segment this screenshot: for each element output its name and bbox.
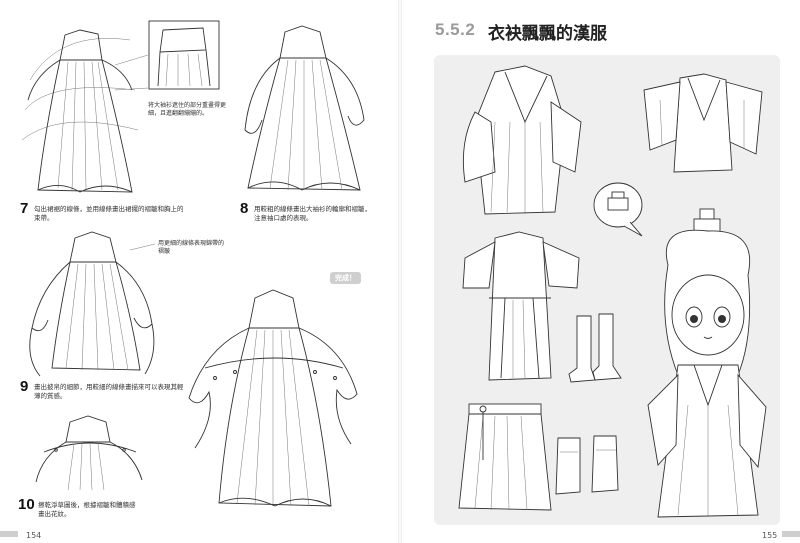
section-title: 衣袂飄飄的漢服 [488,24,607,44]
left-page: 将大袖衫遮住的部分重畫得更細，且進翻翻繃繃的。 7 勾出裙裾的線條，並用線條畫出… [0,20,371,540]
boots-illustration [568,313,622,383]
step8-dress-illustration [244,25,365,191]
step-7-number: 7 [20,200,29,217]
callout-pointer-line [114,54,149,91]
step-8-number: 8 [240,200,249,217]
step-10-number: 10 [18,496,35,513]
right-page-number: 155 [762,531,778,540]
speech-bubble-hat [593,182,643,237]
step-8-text: 用較粗的線條畫出大袖衫的輪廓和褶皺，注意袖口處的表現。 [254,205,371,222]
chibi-character-illustration [647,208,767,518]
step-10-text: 擦乾淨草圖後，根據褶皺和體積感畫出花紋。 [38,501,136,518]
callout-mid-pointer [129,243,156,251]
right-page: 5.5.2 衣袂飄飄的漢服 [400,0,800,543]
step-9-number: 9 [20,378,29,395]
step10-dress-illustration [35,415,143,491]
section-number: 5.5.2 [435,20,476,39]
ankle-boots-illustration [555,435,619,495]
sash-dress-illustration [462,231,580,381]
step-9-text: 畫出披帛的細節，用較細的線條畫描來可以表現其輕薄的質感。 [34,383,184,400]
step-7-text: 勾出裙裾的線條，並用線條畫出裙擺的褶皺和胸上的束帶。 [34,205,184,222]
left-page-number: 154 [26,531,42,540]
step7-dress-illustration [21,29,139,193]
jacket-illustration [643,73,763,173]
callout-top-text: 将大袖衫遮住的部分重畫得更細，且進翻翻繃繃的。 [148,102,227,117]
zoom-callout-box [148,20,220,90]
completed-badge: 完成！ [330,272,361,284]
step9-dress-illustration [29,231,155,377]
completed-dress-illustration [188,289,358,507]
robe-layered-illustration [462,65,582,215]
callout-mid-text: 用更細的線條表現錦帶的褶皺 [158,240,225,255]
book-gutter [398,0,402,543]
left-footer-bar [0,531,18,537]
skirt-illustration [458,403,552,511]
right-footer-bar [782,531,800,537]
